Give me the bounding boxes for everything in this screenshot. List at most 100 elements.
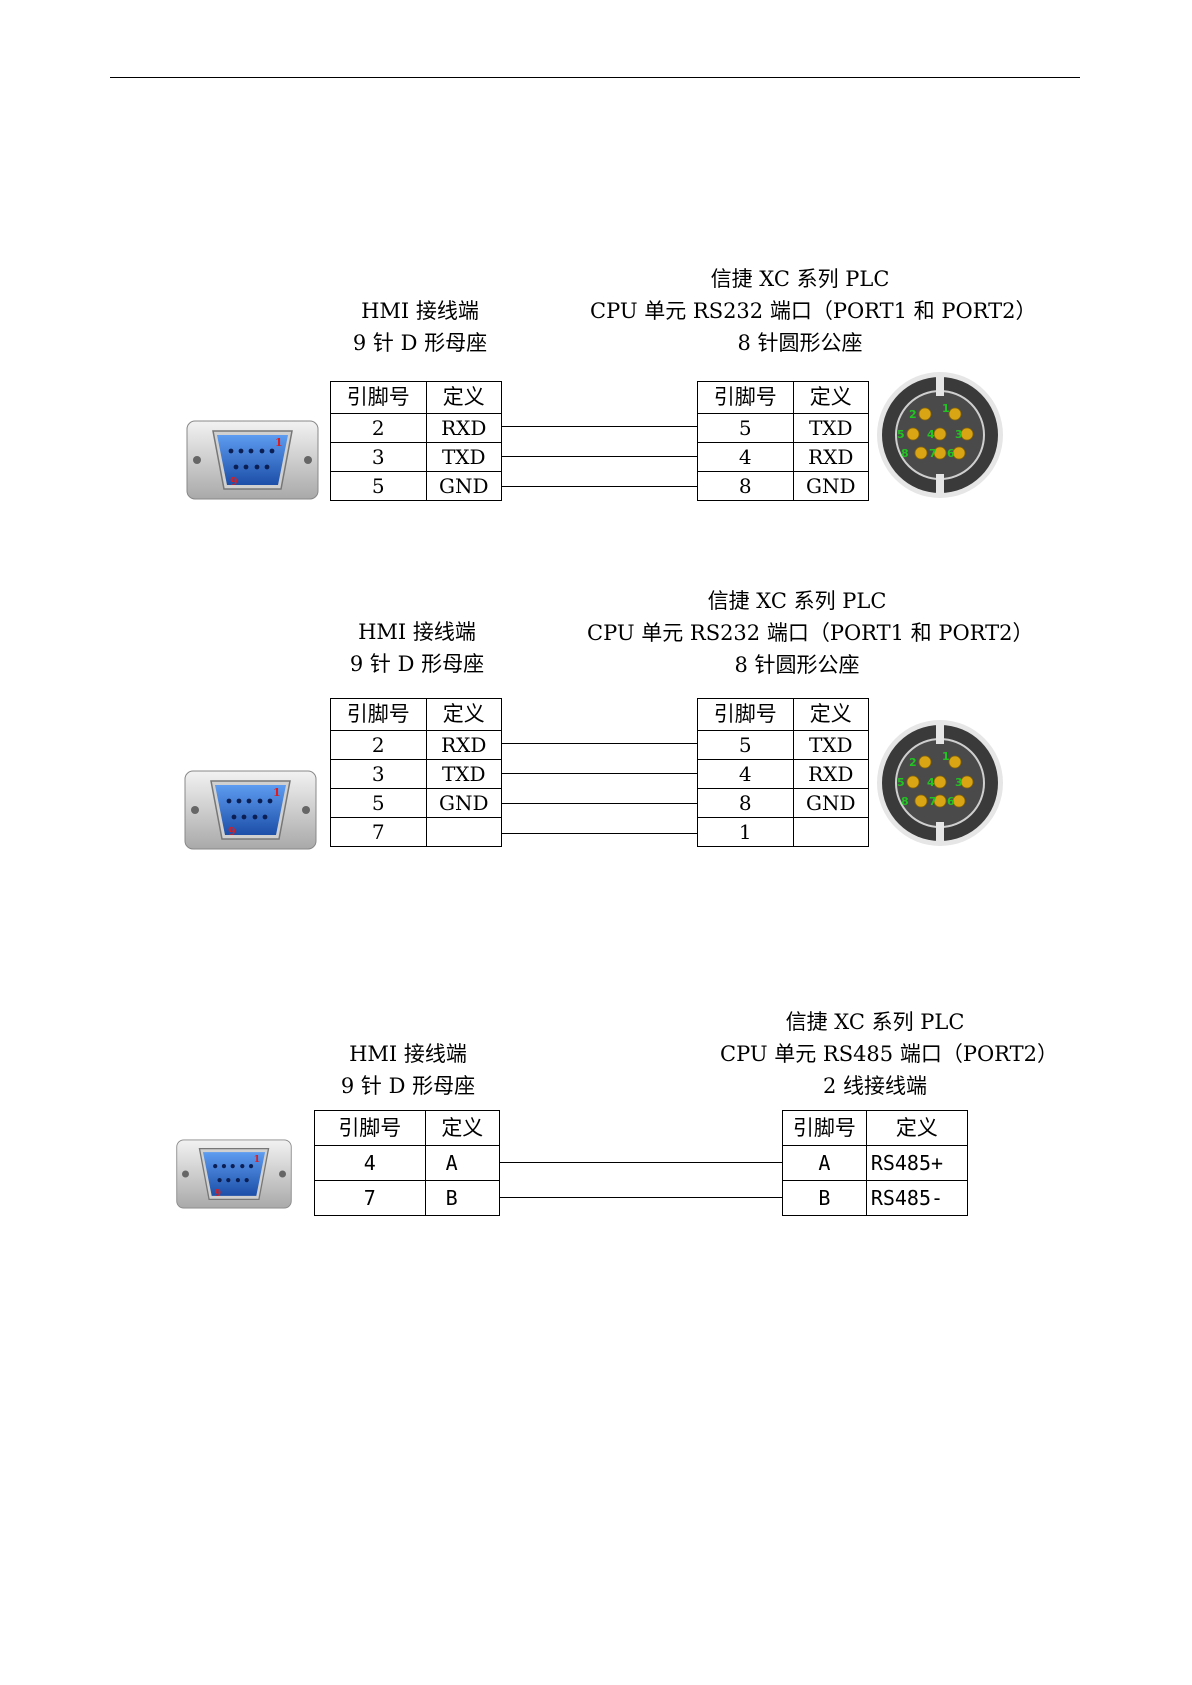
plc-header-line-2: CPU 单元 RS485 端口（PORT2） xyxy=(720,1042,1058,1066)
pin-cell: A xyxy=(782,1145,867,1181)
pin-cell: B xyxy=(782,1180,867,1216)
def-cell: GND xyxy=(425,788,503,818)
svg-text:1: 1 xyxy=(942,750,950,763)
plc-header-line-3: 8 针圆形公座 xyxy=(734,653,860,677)
wire xyxy=(502,426,697,428)
svg-text:9: 9 xyxy=(230,475,238,488)
hmi-header: HMI 接线端 9 针 D 形母座 xyxy=(330,295,510,359)
db9-female-connector-icon: 1 9 xyxy=(176,1139,292,1209)
def-cell: B xyxy=(424,1180,501,1216)
plc-header-line-3: 2 线接线端 xyxy=(822,1074,928,1098)
def-cell: RS485+ xyxy=(865,1145,969,1181)
wire xyxy=(502,486,697,488)
col-pin-header: 引脚号 xyxy=(330,381,427,414)
svg-text:8: 8 xyxy=(901,795,909,808)
plc-header: 信捷 XC 系列 PLC CPU 单元 RS232 端口（PORT1 和 POR… xyxy=(590,263,1037,359)
svg-text:2: 2 xyxy=(909,408,917,421)
plc-header-line-3: 8 针圆形公座 xyxy=(737,331,863,355)
def-cell: RS485- xyxy=(865,1180,969,1216)
def-cell: A xyxy=(424,1145,501,1181)
svg-text:9: 9 xyxy=(228,825,236,838)
svg-text:3: 3 xyxy=(955,428,963,441)
plc-header: 信捷 XC 系列 PLC CPU 单元 RS232 端口（PORT1 和 POR… xyxy=(587,585,1034,681)
pin-cell: 7 xyxy=(314,1180,426,1216)
pin-cell: 3 xyxy=(330,759,427,789)
pin-cell: 3 xyxy=(330,442,427,472)
col-pin-header: 引脚号 xyxy=(782,1110,867,1146)
def-cell: TXD xyxy=(425,442,503,472)
svg-text:7: 7 xyxy=(929,447,937,460)
col-pin-header: 引脚号 xyxy=(697,381,794,414)
def-cell: GND xyxy=(425,471,503,501)
pin-cell: 4 xyxy=(314,1145,426,1181)
pin-cell: 2 xyxy=(330,730,427,760)
plc-header: 信捷 XC 系列 PLC CPU 单元 RS485 端口（PORT2） 2 线接… xyxy=(720,1006,1058,1102)
col-def-header: 定义 xyxy=(792,698,870,731)
hmi-header-line-2: 9 针 D 形母座 xyxy=(352,331,488,355)
col-def-header: 定义 xyxy=(425,698,503,731)
col-pin-header: 引脚号 xyxy=(314,1110,426,1146)
plc-header-line-1: 信捷 XC 系列 PLC xyxy=(710,267,890,291)
pin-cell: 1 xyxy=(697,817,794,847)
wire xyxy=(502,833,697,835)
svg-text:1: 1 xyxy=(273,786,281,799)
def-cell: RXD xyxy=(425,413,503,443)
page-top-rule xyxy=(110,77,1080,78)
pin-cell: 5 xyxy=(697,730,794,760)
svg-text:4: 4 xyxy=(927,776,935,789)
plc-header-line-2: CPU 单元 RS232 端口（PORT1 和 PORT2） xyxy=(587,621,1034,645)
plc-header-line-1: 信捷 XC 系列 PLC xyxy=(707,589,887,613)
svg-text:5: 5 xyxy=(897,428,905,441)
wire xyxy=(500,1162,782,1164)
pin-cell: 8 xyxy=(697,788,794,818)
svg-text:9: 9 xyxy=(214,1188,221,1199)
col-pin-header: 引脚号 xyxy=(697,698,794,731)
wire xyxy=(502,743,697,745)
pin-cell: 5 xyxy=(330,788,427,818)
wire xyxy=(502,803,697,805)
svg-text:4: 4 xyxy=(927,428,935,441)
svg-text:8: 8 xyxy=(901,447,909,460)
def-cell: TXD xyxy=(425,759,503,789)
pin-cell: 5 xyxy=(330,471,427,501)
def-cell: RXD xyxy=(792,759,870,789)
hmi-header-line-1: HMI 接线端 xyxy=(349,1042,467,1066)
col-def-header: 定义 xyxy=(424,1110,501,1146)
hmi-header-line-2: 9 针 D 形母座 xyxy=(340,1074,476,1098)
def-cell xyxy=(792,817,870,847)
col-def-header: 定义 xyxy=(865,1110,969,1146)
table-row: 1 xyxy=(697,817,870,847)
svg-text:1: 1 xyxy=(275,436,283,449)
pin-cell: 2 xyxy=(330,413,427,443)
def-cell: GND xyxy=(792,471,870,501)
col-def-header: 定义 xyxy=(425,381,503,414)
svg-text:5: 5 xyxy=(897,776,905,789)
wire xyxy=(502,456,697,458)
table-row: 7 xyxy=(330,817,503,847)
svg-text:1: 1 xyxy=(254,1154,261,1165)
svg-text:3: 3 xyxy=(955,776,963,789)
hmi-header-line-2: 9 针 D 形母座 xyxy=(349,652,485,676)
wire xyxy=(502,773,697,775)
svg-text:6: 6 xyxy=(947,795,955,808)
col-pin-header: 引脚号 xyxy=(330,698,427,731)
pin-cell: 7 xyxy=(330,817,427,847)
